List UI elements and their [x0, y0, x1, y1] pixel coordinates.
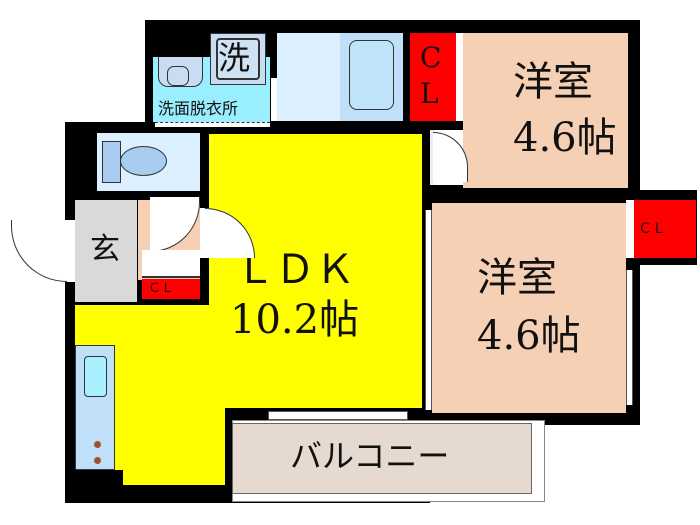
western-room-1 [463, 33, 628, 188]
washroom-label: 洗面脱衣所 [158, 99, 239, 118]
washroom-door-strip [155, 122, 270, 127]
stove-burner-icon-1 [94, 441, 101, 448]
bath-anteroom [277, 33, 340, 121]
balcony-window [268, 411, 408, 420]
entrance-label: 玄 [90, 232, 120, 267]
closet-1-label-c: C [420, 41, 442, 74]
closet-1-door [456, 33, 463, 121]
washer-box [216, 38, 260, 80]
closet-1-label-l: L [420, 77, 439, 110]
bathtub-icon [349, 40, 394, 110]
closet-3-label: ＣＬ [638, 221, 666, 237]
balcony [232, 423, 532, 494]
ldk-label: ＬＤＫ [235, 247, 355, 293]
washer-label: 洗 [218, 39, 251, 77]
western-room-2 [432, 203, 626, 413]
bath-door [271, 78, 277, 121]
toilet-tank-icon [102, 141, 121, 183]
entrance [75, 200, 137, 302]
ldk-size: 10.2帖 [230, 297, 360, 343]
closet-2-doors [142, 250, 200, 278]
closet-3-door [626, 200, 634, 258]
western-room-2-sliding-door [425, 210, 432, 410]
western-room-1-label: 洋室 [513, 59, 593, 105]
kitchen-end-wall [75, 470, 123, 495]
balcony-label: バルコニー [290, 437, 450, 475]
toilet-bowl-icon [120, 146, 167, 176]
closet-3 [634, 200, 696, 258]
entrance-door [65, 220, 75, 282]
closet-2 [142, 279, 200, 299]
stove-burner-icon-2 [94, 457, 101, 464]
closet-1 [410, 33, 456, 121]
western-room-1-size: 4.6帖 [513, 115, 617, 161]
kitchen-sink-icon [84, 356, 107, 397]
entrance-door-swing [11, 220, 67, 282]
ldk-room-mid [75, 305, 422, 408]
western-room-2-size: 4.6帖 [477, 313, 581, 359]
western-room-2-label: 洋室 [477, 255, 557, 301]
closet-2-label: ＣＬ [148, 281, 175, 296]
western-room-2-window [626, 270, 633, 405]
sink-bowl-icon [167, 66, 189, 86]
